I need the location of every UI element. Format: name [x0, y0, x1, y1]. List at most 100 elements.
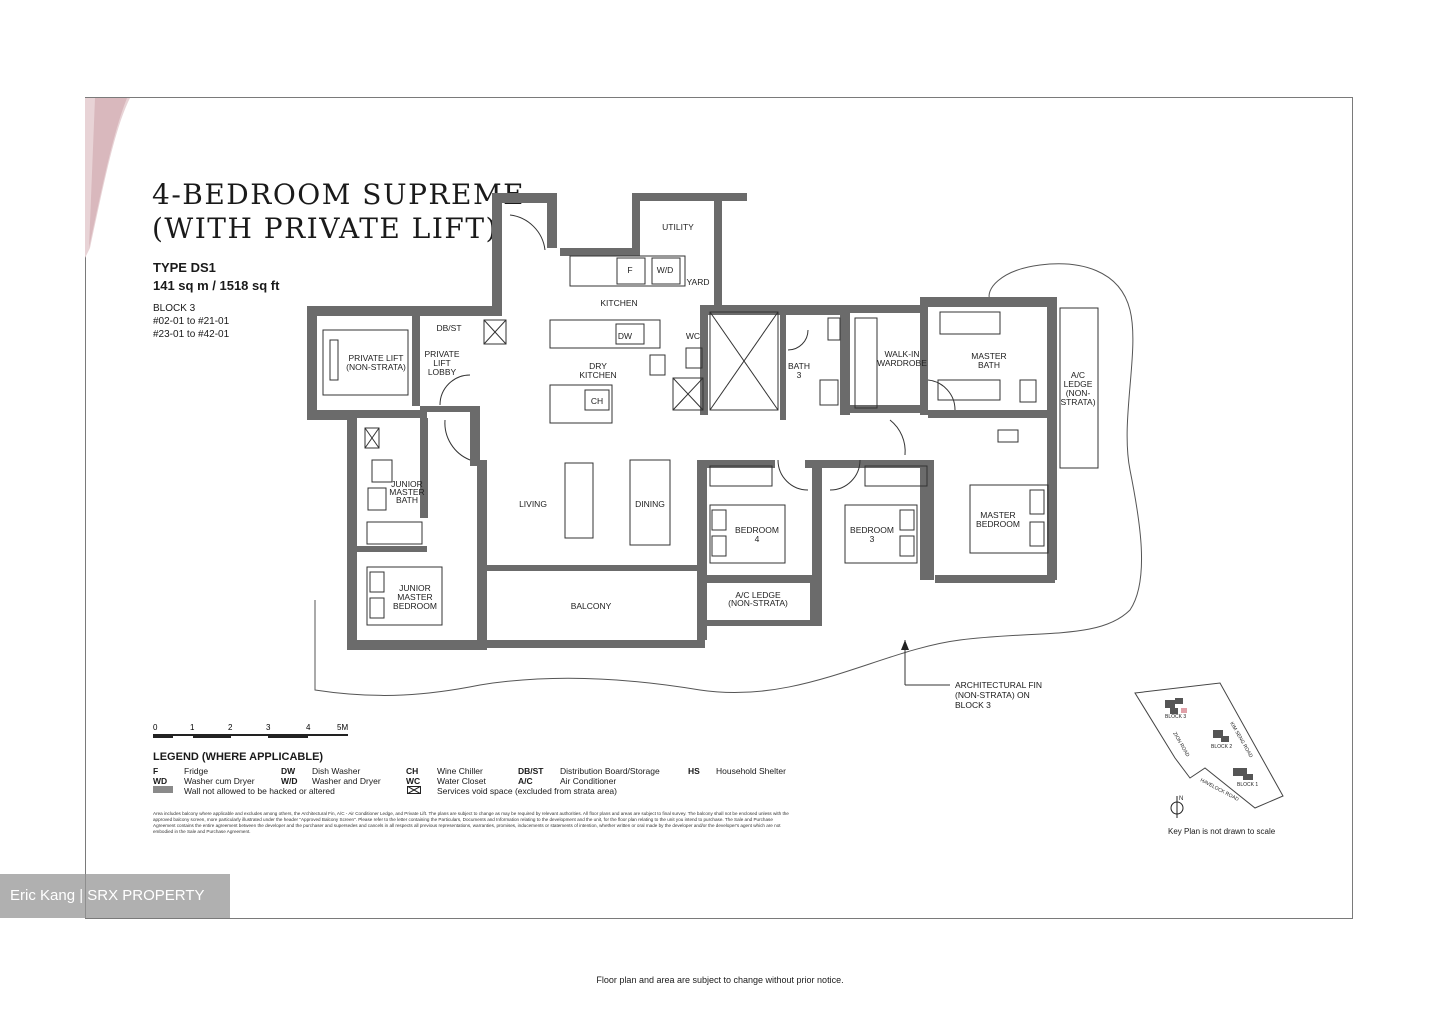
scale-tick-1: 1 [190, 723, 195, 732]
master-bed [969, 484, 1049, 554]
legend-item-f: F [153, 766, 159, 776]
label-bedroom4-2: 4 [755, 534, 760, 544]
label-ac-ledge-b-2: (NON-STRATA) [728, 598, 788, 608]
legend-item-dw-text: Dish Washer [312, 766, 361, 776]
page-frame [85, 97, 1353, 919]
label-ac-ledge-r-3: (NON- [1066, 388, 1091, 398]
scale-tick-4: 4 [306, 723, 311, 732]
dry-kitchen-counter [549, 319, 661, 349]
label-walkin-2: WARDROBE [877, 358, 927, 368]
fin-line-2: (NON-STRATA) ON [955, 690, 1030, 700]
bedroom4-bed [709, 504, 786, 564]
label-private-lift-2: (NON-STRATA) [346, 362, 406, 372]
label-bedroom3-1: BEDROOM [850, 525, 894, 535]
label-jm-bedroom-1: JUNIOR [399, 583, 431, 593]
label-dry-kitchen-1: DRY [589, 361, 607, 371]
legend-item-ch: CH [406, 766, 419, 776]
legend-item-dbst-text: Distribution Board/Storage [560, 766, 660, 776]
unit-block: BLOCK 3 #02-01 to #21-01 #23-01 to #42-0… [153, 302, 229, 341]
road-kim-seng: KIM SENG ROAD [1228, 721, 1254, 759]
sofa [564, 462, 594, 539]
label-ac-ledge-r-1: A/C [1071, 370, 1085, 380]
master-bath-tub [939, 311, 1001, 335]
legend-item-ac-text: Air Conditioner [560, 776, 617, 786]
unit-range-2: #23-01 to #42-01 [153, 329, 230, 340]
label-wd: W/D [657, 265, 674, 275]
bedroom3-wardrobe [864, 465, 928, 487]
label-dining: DINING [635, 499, 665, 509]
scale-tick-2: 2 [228, 723, 233, 732]
legend-title: LEGEND (WHERE APPLICABLE) [153, 751, 324, 763]
legend-item-void-text: Services void space (excluded from strat… [437, 786, 617, 796]
label-jm-bedroom-2: MASTER [397, 592, 432, 602]
label-kitchen: KITCHEN [600, 298, 637, 308]
services-void [709, 311, 779, 411]
architectural-fin-outline [314, 263, 1142, 696]
label-bedroom3-2: 3 [870, 534, 875, 544]
junior-master-wardrobe [366, 521, 423, 545]
legend-item-wc-text: Water Closet [437, 776, 486, 786]
label-master-bedroom-1: MASTER [980, 510, 1015, 520]
scale-bar: 0 1 2 3 4 5M [153, 723, 348, 738]
label-jm-bath-3: BATH [396, 495, 418, 505]
label-lift-lobby-2: LIFT [433, 358, 450, 368]
label-ch: CH [591, 396, 603, 406]
road-havelock: HAVELOCK ROAD [1199, 777, 1240, 803]
unit-type: TYPE DS1 141 sq m / 1518 sq ft [153, 259, 279, 295]
unit-range-1: #02-01 to #21-01 [153, 316, 230, 327]
label-master-bedroom-2: BEDROOM [976, 519, 1020, 529]
block-2-label: BLOCK 2 [1211, 744, 1232, 750]
block-1-label: BLOCK 1 [1237, 782, 1258, 788]
label-private-lift-1: PRIVATE LIFT [349, 353, 404, 363]
road-zion: ZION ROAD [1171, 731, 1190, 758]
scale-tick-3: 3 [266, 723, 271, 732]
bedroom4-wardrobe [709, 465, 773, 487]
bedroom3-bed [844, 504, 918, 564]
key-plan-note: Key Plan is not drawn to scale [1168, 827, 1276, 836]
key-plan: KIM SENG ROAD ZION ROAD HAVELOCK ROAD BL… [1134, 682, 1284, 818]
label-f: F [627, 265, 632, 275]
legend-item-ch-text: Wine Chiller [437, 766, 483, 776]
fin-line-1: ARCHITECTURAL FIN [955, 680, 1043, 690]
junior-master-bed [366, 566, 443, 626]
architectural-fin-label: ARCHITECTURAL FIN (NON-STRATA) ON BLOCK … [955, 680, 1042, 710]
legend-item-wall-text: Wall not allowed to be hacked or altered [184, 786, 335, 796]
label-utility: UTILITY [662, 222, 694, 232]
label-wc: WC [686, 331, 700, 341]
watermark: Eric Kang | SRX PROPERTY [0, 874, 230, 918]
label-ac-ledge-b-1: A/C LEDGE [735, 590, 781, 600]
dining-table [629, 459, 671, 546]
label-dbst: DB/ST [436, 323, 461, 333]
label-jm-bath-2: MASTER [389, 487, 424, 497]
legend-item-wd-text: Washer cum Dryer [184, 776, 255, 786]
label-yard: YARD [687, 277, 710, 287]
services-void-icon [407, 786, 421, 794]
fin-line-3: BLOCK 3 [955, 700, 991, 710]
private-lift-car [322, 329, 409, 396]
label-dw: DW [618, 331, 632, 341]
label-jm-bath-1: JUNIOR [391, 479, 423, 489]
kitchen-island [549, 384, 613, 424]
label-master-bath-2: BATH [978, 360, 1000, 370]
legend-item-f-text: Fridge [184, 766, 209, 776]
label-bath3-2: 3 [797, 370, 802, 380]
disclaimer-text: Area includes balcony where applicable a… [153, 811, 789, 834]
wall-swatch-icon [153, 786, 173, 793]
title-line-2: (WITH PRIVATE LIFT) [152, 212, 498, 245]
legend-item-hs: HS [688, 766, 700, 776]
label-lift-lobby-1: PRIVATE [424, 349, 459, 359]
title-line-1: 4-BEDROOM SUPREME [152, 178, 526, 211]
legend-item-hs-text: Household Shelter [716, 766, 786, 776]
walk-in-wardrobe-rail [854, 317, 878, 409]
legend-item-dbst: DB/ST [518, 766, 544, 776]
block-3-label: BLOCK 3 [1165, 714, 1186, 720]
label-lift-lobby-3: LOBBY [428, 367, 457, 377]
label-master-bath-1: MASTER [971, 351, 1006, 361]
north-label: N [1179, 796, 1183, 802]
scale-tick-5: 5M [337, 723, 348, 732]
label-bedroom4-1: BEDROOM [735, 525, 779, 535]
label-dry-kitchen-2: KITCHEN [579, 370, 616, 380]
label-balcony: BALCONY [571, 601, 612, 611]
label-jm-bedroom-3: BEDROOM [393, 601, 437, 611]
